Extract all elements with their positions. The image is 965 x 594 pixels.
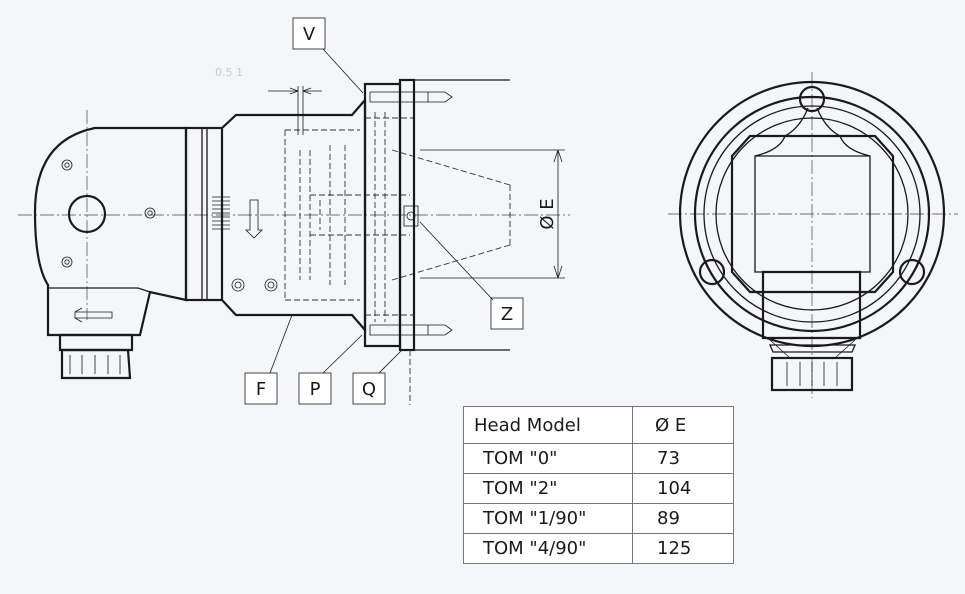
column-header-diameter-e: Ø E [632, 406, 734, 444]
cell-diameter-e: 89 [632, 503, 734, 534]
faint-note: 0.5 1 [215, 66, 243, 79]
callout-q: Q [362, 379, 376, 400]
front-view [668, 72, 958, 398]
cell-head-model: TOM "2" [463, 473, 633, 504]
callout-z: Z [501, 304, 513, 325]
table-header-row: Head Model Ø E [463, 406, 734, 444]
table-row: TOM "0" 73 [463, 443, 734, 474]
table-row: TOM "4/90" 125 [463, 533, 734, 564]
side-view: Ø E 0.5 1 V Z F P Q [18, 17, 570, 405]
table-row: TOM "1/90" 89 [463, 503, 734, 534]
callout-v: V [303, 24, 316, 45]
head-model-table: Head Model Ø E TOM "0" 73 TOM "2" 104 TO… [463, 406, 734, 564]
cell-diameter-e: 125 [632, 533, 734, 564]
cell-head-model: TOM "0" [463, 443, 633, 474]
cell-diameter-e: 104 [632, 473, 734, 504]
cell-diameter-e: 73 [632, 443, 734, 474]
dimension-label-diameter-e: Ø E [537, 198, 558, 229]
callout-p: P [310, 379, 321, 400]
cell-head-model: TOM "1/90" [463, 503, 633, 534]
table-row: TOM "2" 104 [463, 473, 734, 504]
callout-f: F [256, 379, 266, 400]
cell-head-model: TOM "4/90" [463, 533, 633, 564]
column-header-head-model: Head Model [463, 406, 633, 444]
